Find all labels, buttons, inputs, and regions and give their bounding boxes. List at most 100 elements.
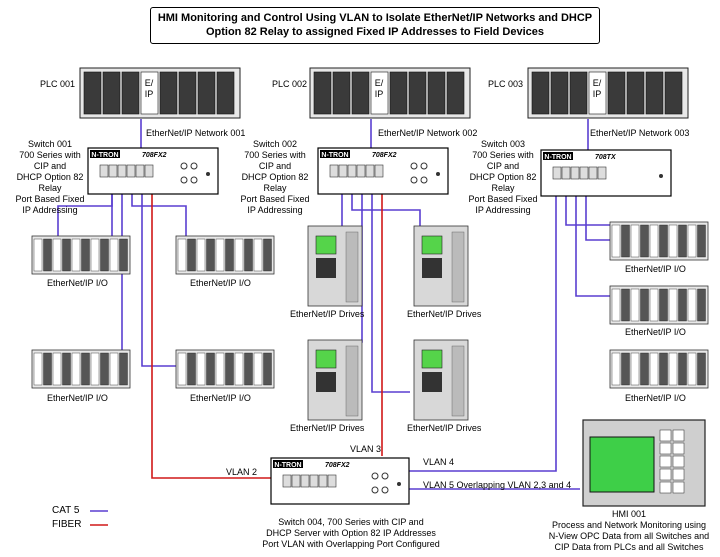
plc-slot — [216, 71, 235, 115]
cat5-cable — [351, 194, 421, 228]
port — [374, 164, 384, 178]
io-module — [244, 238, 253, 272]
brand-badge — [90, 150, 120, 158]
io-module — [81, 238, 90, 272]
port — [126, 164, 136, 178]
network-002-label: EtherNet/IP Network 002 — [378, 128, 478, 138]
fiber-port — [190, 176, 198, 184]
brand-badge — [543, 152, 573, 160]
hmi-key — [659, 468, 672, 481]
plc-slot — [664, 71, 683, 115]
network-003-label: EtherNet/IP Network 003 — [590, 128, 690, 138]
io-module — [687, 288, 697, 322]
eip-module — [588, 71, 607, 115]
port — [282, 474, 292, 488]
io-rack-6 — [609, 285, 709, 325]
io-module — [225, 238, 234, 272]
plc-slot — [408, 71, 427, 115]
drives-label: EtherNet/IP Drives — [290, 423, 365, 433]
fiber-port — [420, 176, 428, 184]
port — [144, 164, 154, 178]
port — [108, 164, 118, 178]
plc-slot — [351, 71, 370, 115]
io-module — [90, 352, 100, 386]
plc-slot — [159, 71, 178, 115]
network-001-label: EtherNet/IP Network 001 — [146, 128, 246, 138]
io-module — [234, 352, 244, 386]
hmi-key — [672, 442, 685, 455]
io-label: EtherNet/IP I/O — [625, 327, 686, 337]
model-text: 708TX — [595, 154, 617, 161]
io-module — [649, 288, 659, 322]
io-label: EtherNet/IP I/O — [47, 393, 108, 403]
drive-side — [451, 231, 465, 303]
drive-side — [451, 345, 465, 417]
io-module — [225, 352, 234, 386]
port — [327, 474, 337, 488]
fiber-cable — [151, 194, 271, 479]
io-module — [668, 352, 678, 386]
io-module — [100, 352, 109, 386]
model-text: 708FX2 — [142, 152, 167, 159]
drives-label: EtherNet/IP Drives — [407, 423, 482, 433]
io-module — [100, 238, 109, 272]
io-module — [697, 352, 706, 386]
io-module — [263, 352, 272, 386]
plc-001: E/IP — [79, 67, 241, 119]
brand-badge — [320, 150, 350, 158]
io-module — [611, 352, 621, 386]
cat5-cable — [575, 194, 610, 297]
io-module — [621, 352, 630, 386]
io-module — [177, 352, 187, 386]
io-module — [43, 238, 52, 272]
plc-slot — [550, 71, 569, 115]
hmi-001 — [582, 419, 706, 507]
port — [588, 166, 598, 180]
io-module — [52, 238, 62, 272]
io-module — [630, 288, 640, 322]
io-module — [668, 288, 678, 322]
fiber-port — [381, 486, 389, 494]
io-module — [668, 224, 678, 258]
io-module — [109, 352, 119, 386]
io-module — [611, 224, 621, 258]
io-module — [659, 288, 668, 322]
io-module — [621, 224, 630, 258]
io-module — [263, 238, 272, 272]
io-rack-3 — [31, 349, 131, 389]
eip-module — [370, 71, 389, 115]
fiber-port — [381, 472, 389, 480]
plc-slot — [102, 71, 121, 115]
drive-3 — [307, 339, 363, 421]
io-module — [33, 352, 43, 386]
port — [309, 474, 319, 488]
io-module — [678, 224, 687, 258]
hmi-screen — [589, 436, 655, 493]
io-module — [697, 224, 706, 258]
io-module — [659, 224, 668, 258]
cat5-cable — [141, 194, 176, 367]
fiber-port — [371, 472, 379, 480]
legend-cat5-label: CAT 5 — [52, 505, 80, 516]
plc-slot — [607, 71, 626, 115]
drive-display — [315, 235, 337, 255]
io-module — [81, 352, 90, 386]
io-module — [630, 224, 640, 258]
eip-module — [140, 71, 159, 115]
title-line-1: HMI Monitoring and Control Using VLAN to… — [157, 12, 593, 24]
port — [570, 166, 580, 180]
plc-003: E/IP — [527, 67, 689, 119]
brand-text: N-TRON — [274, 462, 301, 469]
cat5-cable — [585, 194, 610, 241]
io-module — [621, 288, 630, 322]
plc-003-label: PLC 003 — [488, 79, 524, 89]
port — [365, 164, 375, 178]
io-rack-2 — [175, 235, 275, 275]
fiber-port — [180, 162, 188, 170]
plc-slot — [197, 71, 216, 115]
cat5-cable — [131, 194, 187, 237]
io-module — [206, 352, 215, 386]
io-label: EtherNet/IP I/O — [190, 393, 251, 403]
hmi-key — [659, 442, 672, 455]
